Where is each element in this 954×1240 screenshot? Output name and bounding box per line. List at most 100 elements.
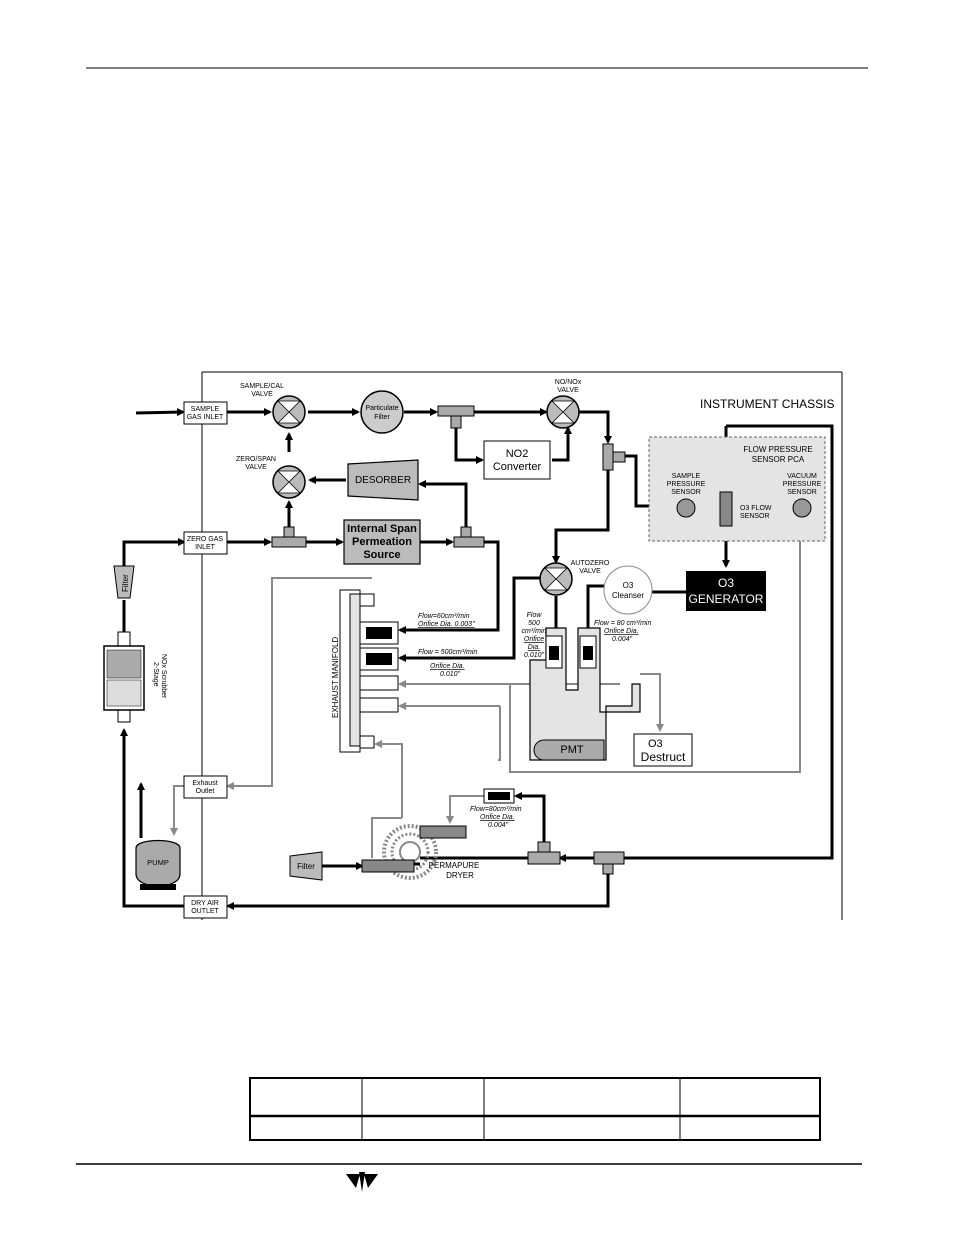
dry-air-outlet-port: DRY AIR OUTLET	[183, 895, 228, 919]
sample-pressure-sensor	[676, 498, 696, 518]
svg-text:GENERATOR: GENERATOR	[689, 592, 764, 606]
svg-text:SENSOR: SENSOR	[740, 513, 770, 520]
svg-text:500: 500	[528, 620, 540, 627]
svg-text:Flow = 500cm³/min: Flow = 500cm³/min	[418, 649, 477, 656]
flow-label-manifold-middle: Flow = 500cm³/min Orifice Dia. 0.010"	[418, 649, 477, 678]
svg-text:VALVE: VALVE	[557, 387, 579, 394]
svg-text:OUTLET: OUTLET	[191, 908, 219, 915]
tee-fitting-upper	[437, 405, 475, 429]
zero-span-valve: ZERO/SPAN VALVE	[236, 456, 306, 499]
svg-text:NO/NOx: NO/NOx	[555, 379, 582, 386]
svg-text:Exhaust: Exhaust	[192, 780, 217, 787]
svg-text:O3 FLOW: O3 FLOW	[740, 505, 772, 512]
svg-text:Permeation: Permeation	[352, 536, 412, 548]
svg-text:Orifice Dia.: Orifice Dia.	[430, 663, 465, 670]
zero-gas-inlet-port: ZERO GAS INLET	[183, 531, 228, 555]
svg-text:DRYER: DRYER	[446, 871, 474, 880]
svg-text:O3: O3	[648, 738, 663, 750]
svg-text:Orifice Dia. 0.003": Orifice Dia. 0.003"	[418, 621, 475, 628]
tee-fitting-vacuum	[593, 851, 625, 875]
svg-text:VALVE: VALVE	[245, 464, 267, 471]
chassis-label: INSTRUMENT CHASSIS	[700, 397, 834, 411]
svg-text:0.010": 0.010"	[524, 652, 545, 659]
svg-text:Converter: Converter	[493, 461, 542, 473]
svg-text:Cleanser: Cleanser	[612, 591, 644, 600]
permeation-source: Internal Span Permeation Source	[343, 519, 421, 565]
svg-text:O3: O3	[718, 576, 734, 590]
svg-text:NO2: NO2	[506, 448, 529, 460]
svg-text:PERMAPURE: PERMAPURE	[429, 861, 480, 870]
svg-text:Flow = 80 cm³/min: Flow = 80 cm³/min	[594, 620, 651, 627]
particulate-filter: Particulate Filter	[360, 390, 404, 434]
svg-text:Outlet: Outlet	[196, 788, 215, 795]
svg-text:VALVE: VALVE	[579, 568, 601, 575]
permapure-dryer: PERMAPURE DRYER	[361, 824, 480, 880]
svg-text:EXHAUST MANIFOLD: EXHAUST MANIFOLD	[331, 637, 340, 718]
sample-cal-valve: SAMPLE/CAL VALVE	[240, 383, 306, 429]
reaction-cell	[529, 627, 641, 761]
svg-text:Orifice: Orifice	[524, 636, 544, 643]
svg-text:INLET: INLET	[195, 544, 216, 551]
svg-text:Filter: Filter	[121, 574, 130, 592]
exhaust-manifold: EXHAUST MANIFOLD	[331, 589, 399, 753]
svg-text:VALVE: VALVE	[251, 391, 273, 398]
svg-text:SAMPLE: SAMPLE	[191, 406, 220, 413]
no2-converter: NO2 Converter	[483, 440, 551, 480]
vacuum-pressure-sensor	[792, 498, 812, 518]
o3-flow-sensor	[719, 491, 733, 527]
svg-text:DRY AIR: DRY AIR	[191, 900, 219, 907]
svg-text:SAMPLE: SAMPLE	[672, 473, 701, 480]
svg-text:Dia.: Dia.	[528, 644, 541, 651]
filter-lower: Filter	[289, 851, 323, 881]
pmt: PMT	[533, 739, 605, 761]
svg-text:PRESSURE: PRESSURE	[667, 481, 706, 488]
tee-fitting-zero-left	[271, 526, 307, 548]
o3-destruct: O3 Destruct	[633, 733, 693, 767]
filter-upper: Filter	[113, 565, 135, 599]
svg-text:0.010": 0.010"	[440, 671, 461, 678]
svg-text:NOx Scrubber: NOx Scrubber	[160, 654, 167, 699]
flow-label-pmt-right: Flow = 80 cm³/min Orifice Dia. 0.004"	[594, 620, 651, 643]
svg-text:Particulate: Particulate	[365, 405, 398, 412]
nox-scrubber: 2-Stage NOx Scrubber	[103, 631, 167, 723]
svg-text:SENSOR PCA: SENSOR PCA	[752, 455, 805, 464]
no-nox-valve: NO/NOx VALVE	[546, 379, 582, 429]
svg-text:DESORBER: DESORBER	[355, 475, 411, 486]
svg-text:PRESSURE: PRESSURE	[783, 481, 822, 488]
dryer-orifice	[483, 788, 515, 804]
svg-text:FLOW PRESSURE: FLOW PRESSURE	[743, 445, 812, 454]
svg-text:Internal Span: Internal Span	[347, 523, 417, 535]
svg-text:Destruct: Destruct	[641, 750, 686, 764]
flow-label-pmt-left: Flow 500 cm³/min Orifice Dia. 0.010"	[522, 612, 547, 659]
data-table	[249, 1077, 821, 1141]
svg-text:Filter: Filter	[297, 862, 315, 871]
flow-pressure-sensor-pca: FLOW PRESSURE SENSOR PCA SAMPLE PRESSURE…	[648, 436, 826, 542]
svg-text:0.004": 0.004"	[612, 636, 633, 643]
tee-fitting-zero-right	[453, 526, 485, 548]
svg-text:SAMPLE/CAL: SAMPLE/CAL	[240, 383, 284, 390]
svg-text:cm³/min: cm³/min	[522, 628, 547, 635]
svg-text:SENSOR: SENSOR	[787, 489, 817, 496]
svg-text:Flow: Flow	[527, 612, 543, 619]
svg-text:SENSOR: SENSOR	[671, 489, 701, 496]
svg-text:ZERO/SPAN: ZERO/SPAN	[236, 456, 276, 463]
svg-text:2-Stage: 2-Stage	[152, 662, 159, 687]
svg-text:VACUUM: VACUUM	[787, 473, 817, 480]
svg-text:Flow=60cm³/min: Flow=60cm³/min	[418, 613, 470, 620]
logo-icon	[346, 1172, 378, 1192]
desorber: DESORBER	[347, 459, 419, 501]
o3-generator: O3 GENERATOR	[686, 571, 766, 611]
svg-text:Filter: Filter	[374, 414, 390, 421]
autozero-valve: AUTOZERO VALVE	[539, 560, 610, 596]
svg-text:PUMP: PUMP	[147, 858, 169, 867]
flow-label-dryer: Flow=80cm³/min Orifice Dia. 0.004"	[470, 806, 522, 829]
svg-text:AUTOZERO: AUTOZERO	[571, 560, 610, 567]
svg-text:Orifice Dia.: Orifice Dia.	[480, 814, 515, 821]
svg-text:Orifice Dia.: Orifice Dia.	[604, 628, 639, 635]
svg-text:0.004": 0.004"	[488, 822, 509, 829]
svg-text:PMT: PMT	[560, 744, 584, 756]
svg-text:GAS INLET: GAS INLET	[187, 414, 224, 421]
svg-text:ZERO GAS: ZERO GAS	[187, 536, 224, 543]
